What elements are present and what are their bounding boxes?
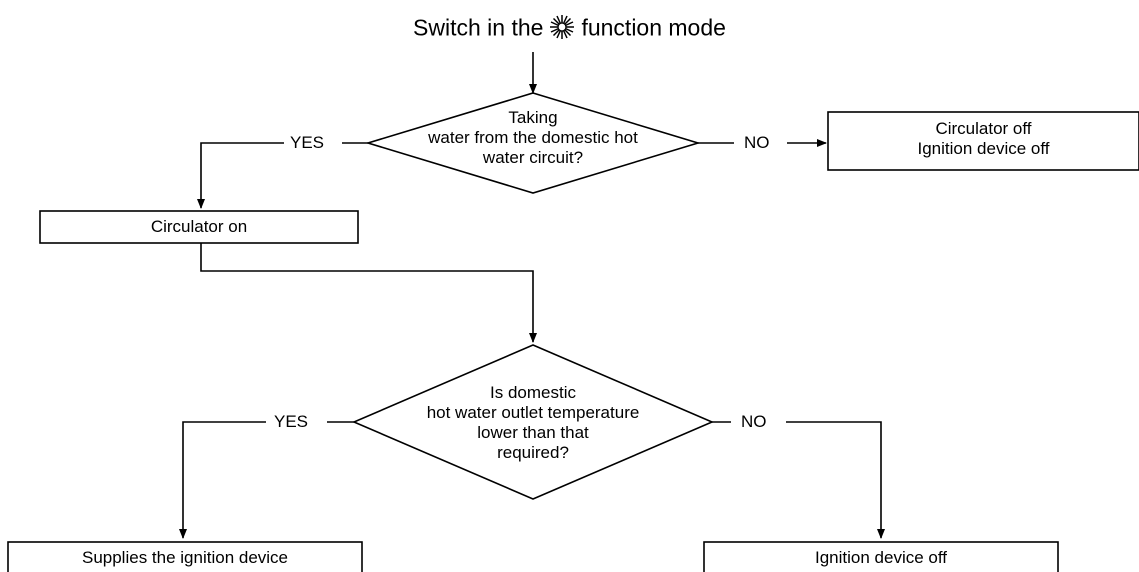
decision2-yes-label: YES (274, 412, 309, 431)
decision2-line: lower than that (477, 423, 589, 442)
decision1-diamond (365, 92, 701, 194)
box-ignition-off-text: Ignition device off (815, 548, 947, 567)
decision1-line: Taking (508, 108, 558, 127)
box-circulator-ignition-off (827, 111, 1139, 171)
decision2-line: Is domestic (490, 383, 576, 402)
decision2-text: Is domestic hot water outlet temperature… (393, 383, 673, 463)
decision1-no-label: NO (744, 133, 770, 152)
box-supplies-ignition-text: Supplies the ignition device (81, 548, 289, 567)
decision2-line: hot water outlet temperature (426, 403, 640, 422)
box-ignition-off (703, 541, 1059, 572)
box-circulator-on (39, 210, 359, 244)
connector-decision2-yes-b (179, 421, 266, 539)
connector-circulator-to-decision2 (200, 243, 537, 343)
decision1-line: water circuit? (482, 148, 584, 167)
decision1-yes-label: YES (290, 133, 325, 152)
sun-icon (549, 14, 575, 45)
page-title: Switch in the function mode (0, 14, 1139, 45)
connector-decision2-no-b (786, 421, 885, 539)
decision2-line: required? (497, 443, 569, 462)
box-line: Ignition device off (917, 139, 1050, 158)
title-after: function mode (581, 14, 726, 41)
box-supplies-ignition (7, 541, 363, 572)
box-circulator-ignition-off-text: Circulator off Ignition device off (828, 119, 1139, 159)
decision2-diamond (351, 344, 715, 500)
decision2-no-label: NO (741, 412, 767, 431)
decision1-line: water from the domestic hot (428, 128, 638, 147)
box-circulator-on-text: Circulator on (150, 217, 248, 236)
box-line: Circulator off (935, 119, 1032, 138)
title-before: Switch in the (413, 14, 544, 41)
decision1-text: Taking water from the domestic hot water… (383, 108, 683, 168)
connector-decision1-yes-b (197, 142, 284, 209)
